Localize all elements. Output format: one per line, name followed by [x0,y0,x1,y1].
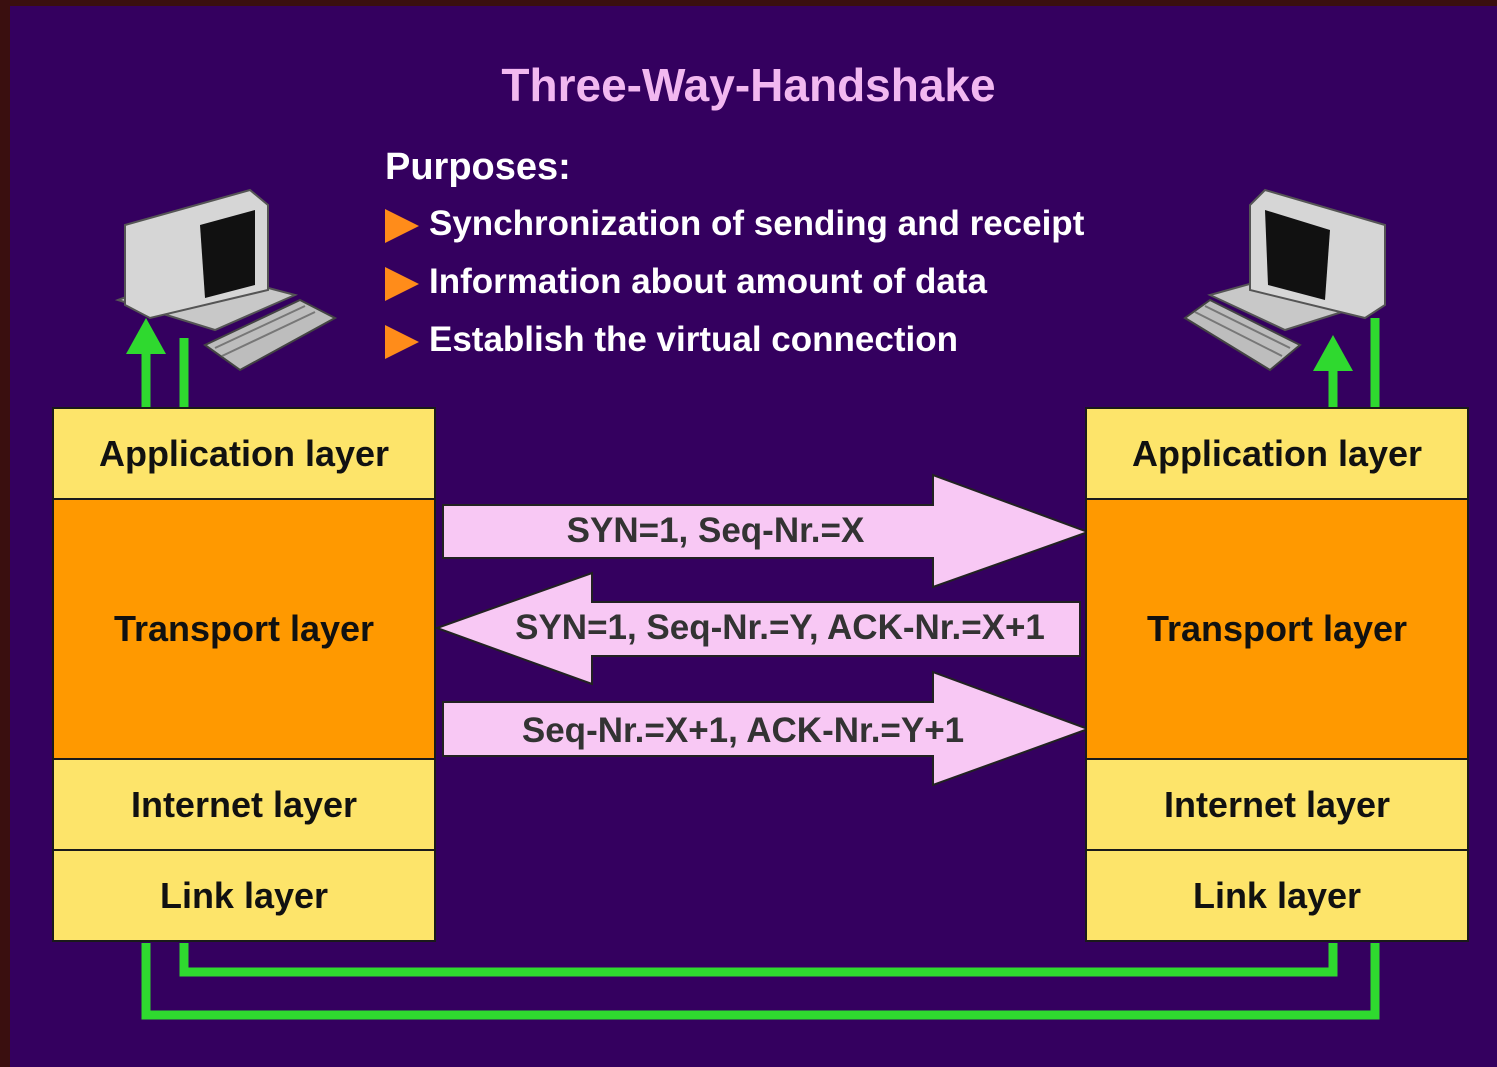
syn-arrow [442,473,1091,589]
syn-ack-arrow [434,571,1081,686]
purpose-text: Synchronization of sending and receipt [429,204,1085,243]
left-application-layer: Application layer [52,407,436,500]
purpose-item: Establish the virtual connection [385,320,958,360]
purpose-item: Information about amount of data [385,262,987,302]
left-link-layer: Link layer [52,849,436,942]
bullet-triangle-icon [385,208,419,243]
ack-arrow [442,670,1091,787]
purpose-text: Establish the virtual connection [429,320,958,359]
purpose-item: Synchronization of sending and receipt [385,204,1084,244]
syn-label: SYN=1, Seq-Nr.=X [566,511,865,550]
green-arrow-up-icon [1313,335,1353,371]
purpose-text: Information about amount of data [429,262,988,301]
computer-right-icon [1183,188,1386,372]
syn-ack-label: SYN=1, Seq-Nr.=Y, ACK-Nr.=X+1 [515,608,1045,647]
right-link-layer: Link layer [1085,849,1469,942]
right-internet-layer: Internet layer [1085,758,1469,851]
ack-label: Seq-Nr.=X+1, ACK-Nr.=Y+1 [521,711,965,750]
wire-outer [141,943,1380,1020]
diagram-title: Three-Way-Handshake [501,59,996,111]
left-internet-layer: Internet layer [52,758,436,851]
wire-inner [179,943,1338,977]
network-wires [141,318,1380,1020]
bullet-triangle-icon [385,324,419,359]
computer-left-icon [114,188,338,372]
bullet-triangle-icon [385,266,419,301]
green-arrow-up-icon [126,318,166,354]
right-transport-layer: Transport layer [1085,498,1469,760]
left-transport-layer: Transport layer [52,498,436,760]
purposes-heading: Purposes: [385,146,571,188]
right-application-layer: Application layer [1085,407,1469,500]
